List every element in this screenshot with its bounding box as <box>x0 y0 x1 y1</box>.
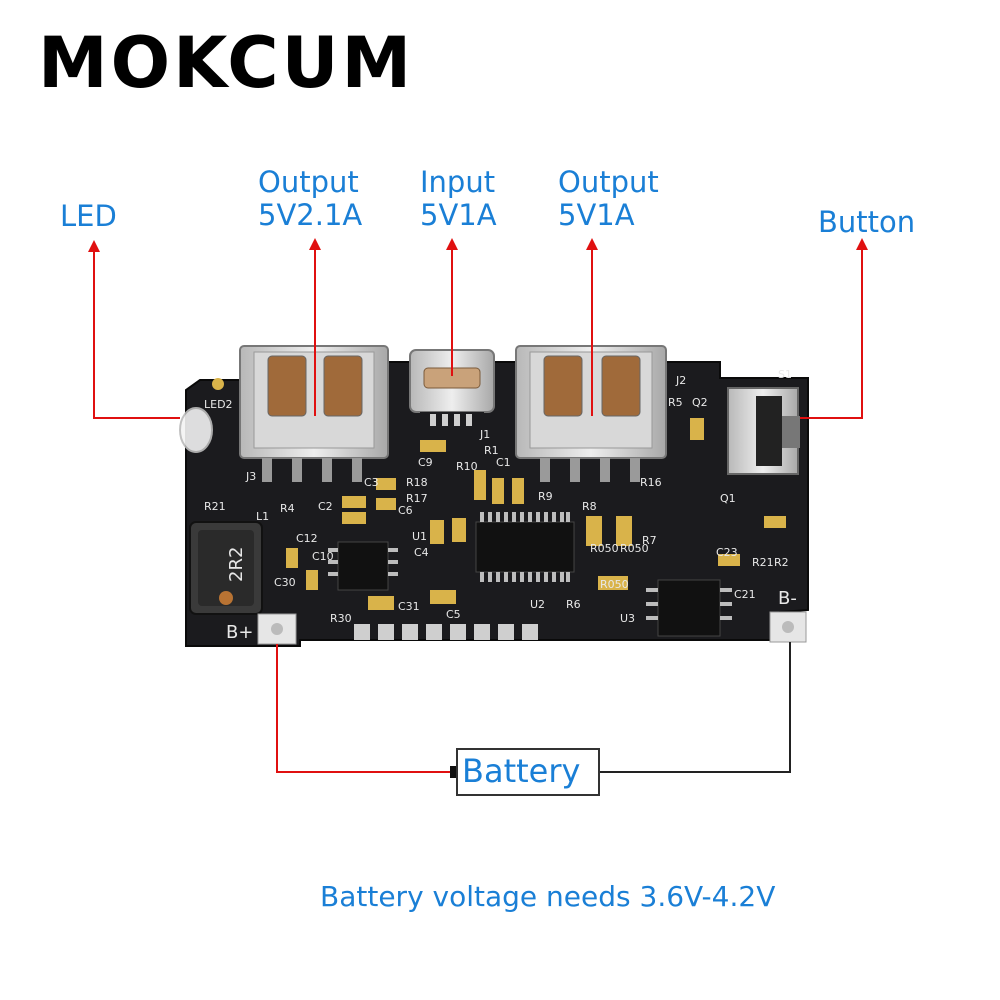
silk-ref: R30 <box>330 612 352 625</box>
silk-ref: U1 <box>412 530 427 543</box>
silk-ref: C30 <box>274 576 296 589</box>
pad-b-minus-label: B- <box>778 588 797 609</box>
label-output-left-line2: 5V2.1A <box>258 198 363 232</box>
silk-ref: C3 <box>364 476 379 489</box>
silk-ref: R1 <box>484 444 499 457</box>
silk-ref: J3 <box>245 470 256 483</box>
silk-ref: R21 <box>204 500 226 513</box>
battery-box <box>456 748 600 796</box>
silk-ref: R5 <box>668 396 683 409</box>
label-output-left: Output 5V2.1A <box>258 166 362 232</box>
silk-ref: C6 <box>398 504 413 517</box>
silk-ref: R17 <box>406 492 428 505</box>
led-component <box>179 378 224 453</box>
label-led: LED <box>60 200 117 233</box>
wire-positive <box>276 644 456 773</box>
arrow-button <box>800 238 868 419</box>
label-input-line2: 5V1A <box>420 198 497 232</box>
silk-ref: R4 <box>280 502 295 515</box>
silk-ref: C23 <box>716 546 738 559</box>
silk-ref: R8 <box>582 500 597 513</box>
smd-components <box>286 418 786 610</box>
silk-ref: C5 <box>446 608 461 621</box>
silk-ref: U2 <box>530 598 545 611</box>
silk-ref: LED2 <box>204 398 233 411</box>
inductor-2r2: 2R2 <box>189 521 263 615</box>
pad-b-plus-label: B+ <box>226 622 253 643</box>
silk-ref: J1 <box>479 428 490 441</box>
silk-ref: J2 <box>675 374 686 387</box>
silk-ref: R16 <box>640 476 662 489</box>
silk-ref: Q1 <box>720 492 736 505</box>
label-input-line1: Input <box>420 165 496 199</box>
silk-ref: R7 <box>642 534 657 547</box>
silk-ref: R050 <box>620 542 649 555</box>
pad-b-plus: B+ <box>226 613 297 645</box>
silk-ref: R10 <box>456 460 478 473</box>
silk-ref: R21 <box>752 556 774 569</box>
inductor-label: 2R2 <box>226 547 247 582</box>
arrow-led <box>88 240 180 419</box>
silk-ref: R050 <box>590 542 619 555</box>
battery-terminal <box>450 766 458 778</box>
brand-logo: MOKCUM <box>38 22 415 104</box>
label-button: Button <box>818 206 915 239</box>
battery-label: Battery <box>462 752 581 790</box>
ic-u1 <box>328 541 398 591</box>
silk-ref: R6 <box>566 598 581 611</box>
silk-ref: C1 <box>496 456 511 469</box>
silk-ref: C2 <box>318 500 333 513</box>
label-input: Input 5V1A <box>420 166 497 232</box>
silk-ref: R18 <box>406 476 428 489</box>
label-output-left-line1: Output <box>258 165 359 199</box>
main-ic-u2 <box>475 512 575 582</box>
silk-ref: Q2 <box>692 396 708 409</box>
silk-ref: C31 <box>398 600 420 613</box>
silk-ref: C9 <box>418 456 433 469</box>
silkscreen-refs: LED2 J3 J1 J2 R5 Q2 S1 C9 R10 R1 C1 R18 … <box>204 368 792 625</box>
label-output-right: Output 5V1A <box>558 166 659 232</box>
silk-ref: U3 <box>620 612 635 625</box>
label-arrows <box>88 238 868 419</box>
silk-ref: R9 <box>538 490 553 503</box>
label-button-text: Button <box>818 205 916 239</box>
voltage-note: Battery voltage needs 3.6V-4.2V <box>320 880 776 913</box>
silk-ref: C12 <box>296 532 318 545</box>
label-output-right-line2: 5V1A <box>558 198 635 232</box>
silk-ref: R2 <box>774 556 789 569</box>
push-button-switch <box>727 387 800 475</box>
wire-negative <box>600 642 791 773</box>
header-pins <box>354 624 538 640</box>
ic-u3 <box>646 579 732 637</box>
label-led-text: LED <box>60 199 117 233</box>
silk-ref: C10 <box>312 550 334 563</box>
silk-ref: C21 <box>734 588 756 601</box>
pad-b-minus: B- <box>769 588 807 643</box>
label-output-right-line1: Output <box>558 165 659 199</box>
silk-ref: S1 <box>778 368 792 381</box>
silk-ref: C4 <box>414 546 429 559</box>
silk-ref: L1 <box>256 510 269 523</box>
silk-ref: R050 <box>600 578 629 591</box>
